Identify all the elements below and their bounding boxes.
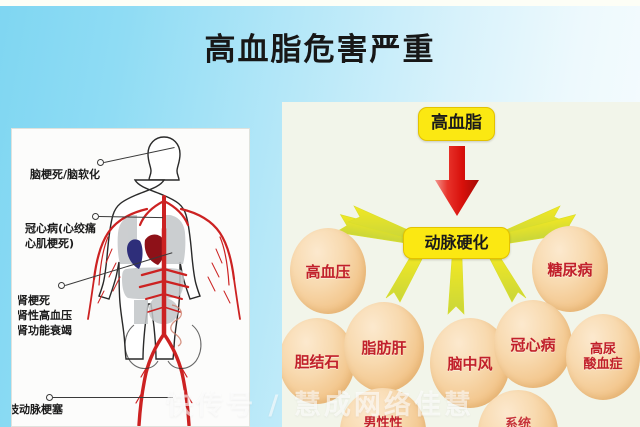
outcome-circle-fatty-liver: 脂肪肝 [344, 302, 424, 392]
callout-bullet-brain [97, 159, 104, 166]
center-box-label: 动脉硬化 [424, 233, 489, 252]
outcome-label: 高血压 [305, 262, 351, 281]
callout-bullet-limb [46, 394, 53, 401]
outcome-label: 胆结石 [294, 352, 340, 371]
outcome-circle-gallstone: 胆结石 [282, 318, 355, 404]
outcome-circle-diabetes: 糖尿病 [532, 226, 608, 312]
down-arrow-icon [435, 146, 479, 216]
outcome-label: 冠心病 [510, 335, 556, 354]
label-kidney-disease: 肾梗死 肾性高血压 肾功能衰竭 [17, 294, 72, 337]
label-limb-artery: 肢动脉梗塞 [11, 403, 63, 416]
outcome-label: 高尿 酸血症 [583, 342, 623, 372]
callout-line-limb [53, 397, 173, 398]
outcome-label: 糖尿病 [547, 260, 593, 279]
consequences-flow-panel: 高血压 糖尿病 胆结石 脂肪肝 脑中风 冠心病 高尿 酸血症 男性性 功能障碍 … [282, 102, 640, 427]
outcome-label: 系统 疾病 [504, 417, 531, 427]
center-box-atherosclerosis: 动脉硬化 [403, 227, 510, 259]
callout-bullet-kidney [58, 282, 65, 289]
label-brain-infarction: 脑梗死/脑软化 [30, 168, 101, 181]
outcome-circle-coronary: 冠心病 [494, 300, 572, 388]
radiating-arrows-group [335, 205, 581, 315]
source-box-hyperlipidemia: 高血脂 [418, 107, 495, 141]
outcome-circle-hyperuricemia: 高尿 酸血症 [566, 314, 640, 400]
human-body-diagram-panel: 脑梗死/脑软化 冠心病(心绞痛 心肌梗死) 肾梗死 肾性高血压 肾功能衰竭 肢动… [11, 128, 250, 427]
source-box-label: 高血脂 [431, 113, 482, 133]
outcome-circle-hypertension: 高血压 [290, 228, 366, 314]
callout-bullet-heart [92, 213, 99, 220]
outcome-label: 男性性 功能障碍 [363, 416, 403, 427]
top-edge-strip [0, 0, 640, 6]
outcome-label: 脂肪肝 [361, 338, 407, 357]
outcome-label: 脑中风 [447, 354, 493, 373]
label-coronary-disease: 冠心病(心绞痛 心肌梗死) [25, 222, 97, 250]
page-title: 高血脂危害严重 [204, 32, 436, 68]
human-body-illustration [87, 136, 241, 426]
